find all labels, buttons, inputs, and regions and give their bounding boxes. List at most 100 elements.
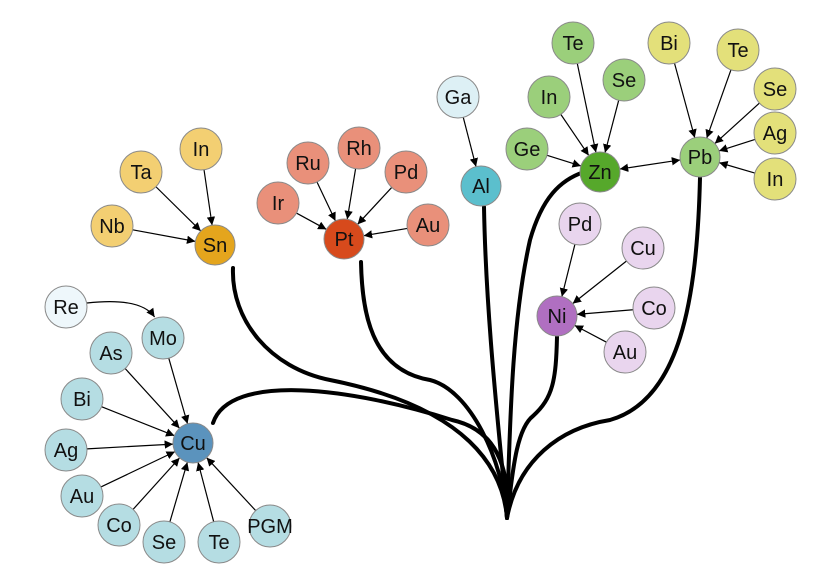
node-zn-se-2: Se [602, 58, 646, 102]
node-ni-cu-1-circle [621, 226, 665, 270]
node-cu-pgm-9: PGM [247, 504, 293, 548]
node-al-ga-0-label: Ga [445, 87, 473, 109]
node-cu-ag-4: Ag [44, 428, 88, 472]
hub-node-pb: Pb [679, 136, 721, 178]
hub-node-sn-label: Sn [203, 235, 227, 257]
node-cu-se-7-label: Se [152, 532, 176, 554]
node-pb-te-1-label: Te [727, 40, 748, 62]
hub-node-ni: Ni [536, 295, 578, 337]
node-cu-co-6-label: Co [106, 515, 132, 537]
trunk-branch-7 [505, 176, 702, 520]
hub-node-pt-label: Pt [335, 229, 354, 251]
node-ni-cu-1-label: Cu [630, 238, 656, 260]
node-pb-te-1: Te [716, 28, 760, 72]
node-al-ga-0-circle [436, 75, 480, 119]
arrow-rh-to-pt-2 [344, 168, 357, 220]
node-pt-au-4: Au [406, 203, 450, 247]
node-zn-in-1-circle [527, 75, 571, 119]
node-sn-ta-1-label: Ta [130, 162, 152, 184]
node-zn-in-1-label: In [541, 87, 558, 109]
node-pb-ag-3-label: Ag [763, 123, 787, 145]
node-ni-co-2: Co [632, 286, 676, 330]
hub-node-al-label: Al [472, 176, 490, 198]
arrow-ga-to-al-0 [462, 117, 478, 167]
hub-node-al: Al [460, 165, 502, 207]
hub-node-pt: Pt [323, 218, 365, 260]
trunk-branch-3 [359, 260, 509, 520]
arrow-ru-to-pt-1 [316, 181, 336, 222]
node-sn-in-2: In [179, 127, 223, 171]
arrow-te-to-pb-1 [705, 69, 732, 139]
node-zn-te-0-circle [551, 21, 595, 65]
node-cu-ag-4-label: Ag [54, 440, 78, 462]
node-cu-bi-3-circle [60, 377, 104, 421]
arrow-ta-to-sn-1 [155, 186, 202, 232]
node-cu-co-6-circle [97, 503, 141, 547]
arrow-se-to-pb-2 [714, 102, 760, 145]
arrow-links [86, 63, 760, 523]
node-zn-ge-3: Ge [505, 127, 549, 171]
hub-node-zn-circle [579, 151, 621, 193]
node-pb-se-2: Se [753, 67, 797, 111]
arrow-bi-to-cu-3 [101, 406, 175, 437]
hub-node-sn: Sn [194, 224, 236, 266]
node-pt-au-4-circle [406, 203, 450, 247]
node-pb-in-4-label: In [767, 169, 784, 191]
node-ni-co-2-circle [632, 286, 676, 330]
trunk-branch-6 [505, 335, 559, 520]
node-zn-se-2-label: Se [612, 70, 636, 92]
trunk-branches [211, 170, 702, 520]
hub-node-cu: Cu [172, 422, 214, 464]
arrow-mo-to-cu-1 [168, 358, 190, 424]
node-cu-pgm-9-label: PGM [247, 516, 293, 538]
node-ni-pd-0-circle [558, 202, 602, 246]
node-ni-co-2-label: Co [641, 298, 667, 320]
node-ni-cu-1: Cu [621, 226, 665, 270]
node-pt-ru-1: Ru [286, 141, 330, 185]
trunk-branch-1 [211, 388, 510, 520]
node-cu-re-0-label: Re [53, 297, 79, 319]
node-pb-ag-3: Ag [753, 111, 797, 155]
node-pt-rh-2-circle [337, 126, 381, 170]
node-sn-ta-1: Ta [119, 150, 163, 194]
arrow-au-to-cu-5 [100, 451, 176, 488]
node-cu-bi-3-label: Bi [73, 389, 91, 411]
hub-node-pb-circle [679, 136, 721, 178]
arrow-te-to-cu-8 [196, 462, 215, 522]
node-pt-ru-1-label: Ru [295, 153, 321, 175]
node-cu-as-2-circle [89, 331, 133, 375]
trunk-branch-5 [505, 170, 586, 520]
node-sn-in-2-label: In [193, 139, 210, 161]
trunk-branch-4 [482, 205, 509, 520]
arrow-ag-to-pb-3 [718, 138, 756, 153]
node-cu-ag-4-circle [44, 428, 88, 472]
node-pt-ir-0-label: Ir [272, 193, 285, 215]
node-pt-rh-2-label: Rh [346, 138, 372, 160]
node-cu-te-8-circle [197, 520, 241, 564]
node-pb-ag-3-circle [753, 111, 797, 155]
node-zn-in-1: In [527, 75, 571, 119]
node-pb-in-4-circle [753, 157, 797, 201]
node-cu-pgm-9-circle [248, 504, 292, 548]
node-cu-au-5: Au [60, 474, 104, 518]
node-cu-mo-1-circle [141, 316, 185, 360]
node-pt-ru-1-circle [286, 141, 330, 185]
node-pt-pd-3-circle [384, 150, 428, 194]
node-cu-se-7-circle [142, 520, 186, 564]
node-pb-in-4: In [753, 157, 797, 201]
node-pt-rh-2: Rh [337, 126, 381, 170]
node-pb-bi-0-label: Bi [660, 33, 678, 55]
node-sn-in-2-circle [179, 127, 223, 171]
arrow-au-to-ni-3 [574, 324, 607, 343]
arrow-pgm-to-cu-9 [206, 457, 257, 512]
hub-node-zn-label: Zn [588, 162, 611, 184]
hub-node-sn-circle [194, 224, 236, 266]
node-cu-mo-1-label: Mo [149, 328, 177, 350]
node-zn-te-0-label: Te [562, 33, 583, 55]
hub-node-ni-label: Ni [548, 306, 567, 328]
arrow-in-to-zn-1 [560, 114, 590, 156]
node-zn-ge-3-label: Ge [514, 139, 541, 161]
arrow-ge-to-zn-3 [546, 154, 582, 168]
node-pt-pd-3: Pd [384, 150, 428, 194]
